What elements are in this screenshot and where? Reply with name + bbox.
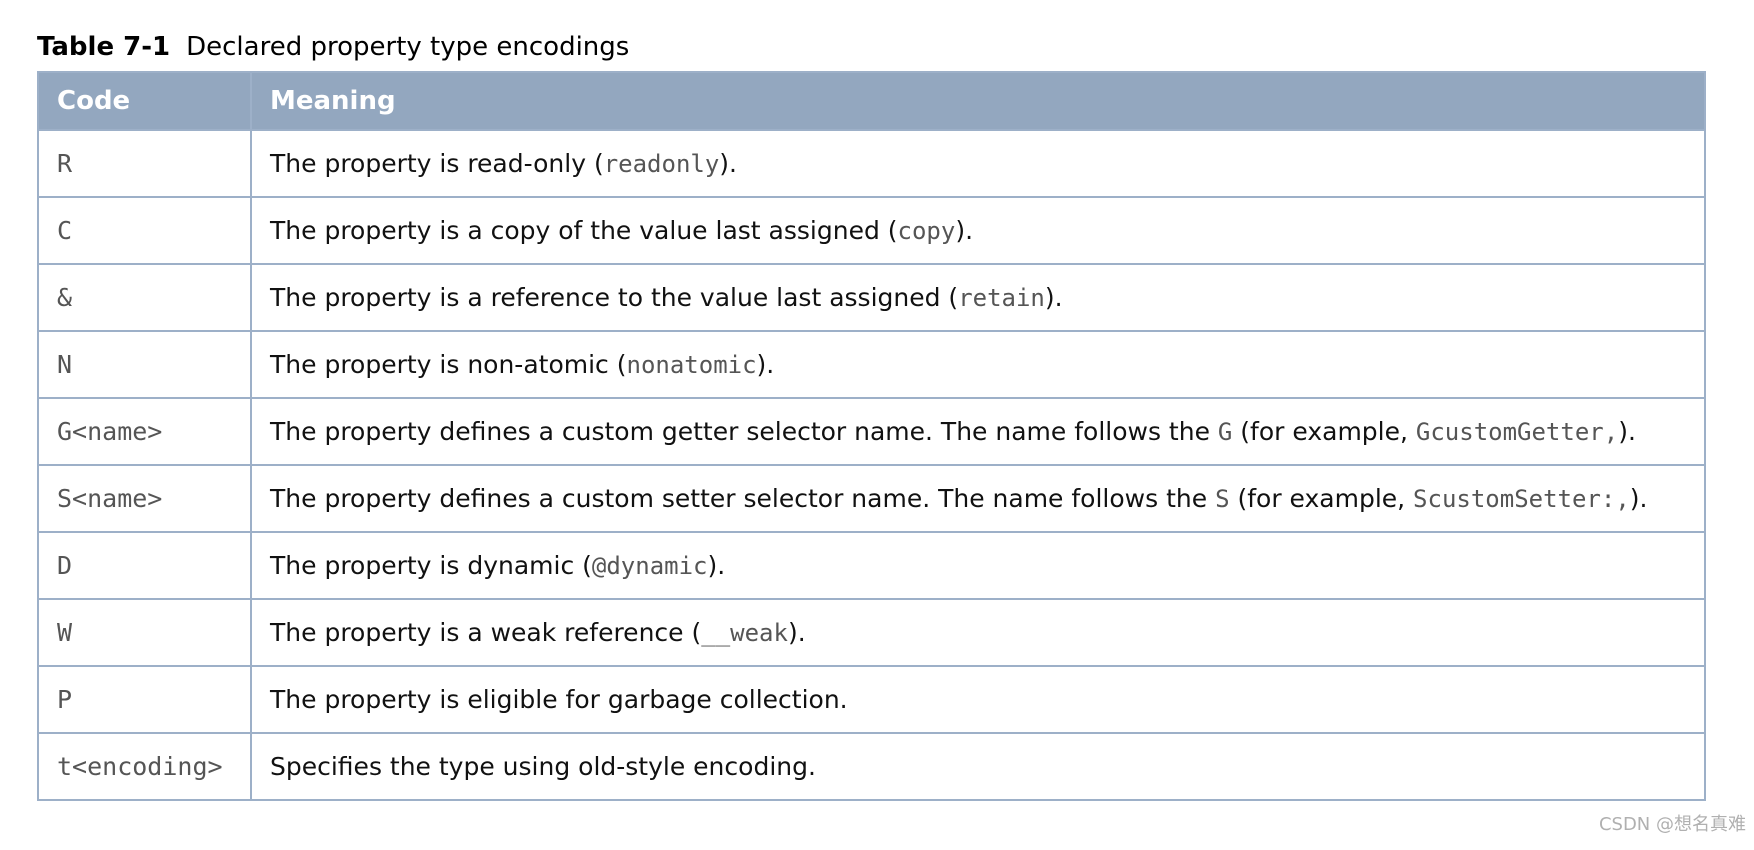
- column-header-code: Code: [37, 71, 252, 131]
- table-row: C The property is a copy of the value las…: [37, 196, 1706, 265]
- code-cell: W: [37, 598, 252, 667]
- meaning-text: (for example,: [1229, 484, 1414, 513]
- meaning-cell: The property defines a custom setter sel…: [250, 464, 1706, 533]
- meaning-text: (for example,: [1232, 417, 1416, 446]
- meaning-cell: The property is non-atomic (nonatomic).: [250, 330, 1706, 399]
- code-cell: G<name>: [37, 397, 252, 466]
- table-row: t<encoding> Specifies the type using old-…: [37, 732, 1706, 801]
- meaning-text: ).: [955, 216, 974, 245]
- meaning-text: The property is a weak reference (: [270, 618, 702, 647]
- inline-code: S: [1215, 485, 1230, 513]
- watermark: CSDN @想名真难: [1598, 814, 1746, 835]
- inline-code: copy: [897, 217, 956, 245]
- inline-code: readonly: [603, 150, 720, 178]
- column-header-meaning: Meaning: [250, 71, 1706, 131]
- inline-code: GcustomGetter,: [1415, 418, 1619, 446]
- table-row: &The property is a reference to the valu…: [37, 263, 1706, 332]
- meaning-text: The property is non-atomic (: [270, 350, 627, 379]
- table-caption-label: Table 7-1: [37, 32, 171, 62]
- meaning-cell: The property is eligible for garbage col…: [250, 665, 1706, 734]
- meaning-text: ).: [719, 149, 737, 178]
- meaning-cell: The property is dynamic (@dynamic).: [250, 531, 1706, 600]
- code-cell: C: [37, 196, 252, 265]
- code-cell: S<name>: [37, 464, 252, 533]
- meaning-cell: The property is a weak reference (__weak…: [250, 598, 1706, 667]
- meaning-cell: The property is a copy of the value last…: [250, 196, 1706, 265]
- inline-code: ScustomSetter:,: [1413, 485, 1630, 513]
- meaning-text: The property is a reference to the value…: [270, 283, 959, 312]
- table-row: P The property is eligible for garbage co…: [37, 665, 1706, 734]
- meaning-text: ).: [707, 551, 726, 580]
- inline-code: nonatomic: [626, 351, 757, 379]
- meaning-text: The property is dynamic (: [270, 551, 592, 580]
- table-row: S<name> The property defines a custom set…: [37, 464, 1706, 533]
- table-row: G<name> The property defines a custom get…: [37, 397, 1706, 466]
- meaning-text: Specifies the type using old-style encod…: [270, 752, 816, 781]
- code-cell: N: [37, 330, 252, 399]
- meaning-text: ).: [787, 618, 806, 647]
- meaning-text: ).: [1629, 484, 1648, 513]
- meaning-text: The property is a copy of the value last…: [270, 216, 898, 245]
- inline-code: G: [1217, 418, 1233, 446]
- meaning-text: The property is eligible for garbage col…: [270, 685, 848, 714]
- table-caption-title: Declared property type encodings: [186, 32, 630, 62]
- code-cell: &: [37, 263, 252, 332]
- table-caption: Table 7-1 Declared property type encoding…: [37, 28, 629, 66]
- inline-code: retain: [958, 284, 1045, 312]
- code-cell: R: [37, 129, 252, 198]
- code-cell: P: [37, 665, 252, 734]
- inline-code: @dynamic: [591, 552, 708, 580]
- meaning-text: ).: [1618, 417, 1636, 446]
- meaning-cell: The property is read-only (readonly).: [250, 129, 1706, 198]
- meaning-text: ).: [1044, 283, 1063, 312]
- meaning-cell: The property defines a custom getter sel…: [250, 397, 1706, 466]
- meaning-text: The property is read-only (: [270, 149, 604, 178]
- meaning-cell: The property is a reference to the value…: [250, 263, 1706, 332]
- table-header-row: Code Meaning: [37, 71, 1706, 131]
- meaning-text: The property defines a custom setter sel…: [270, 484, 1216, 513]
- inline-code: __weak: [701, 619, 788, 647]
- meaning-cell: Specifies the type using old-style encod…: [250, 732, 1706, 801]
- meaning-text: The property defines a custom getter sel…: [270, 417, 1218, 446]
- code-cell: t<encoding>: [37, 732, 252, 801]
- code-cell: D: [37, 531, 252, 600]
- meaning-text: ).: [756, 350, 775, 379]
